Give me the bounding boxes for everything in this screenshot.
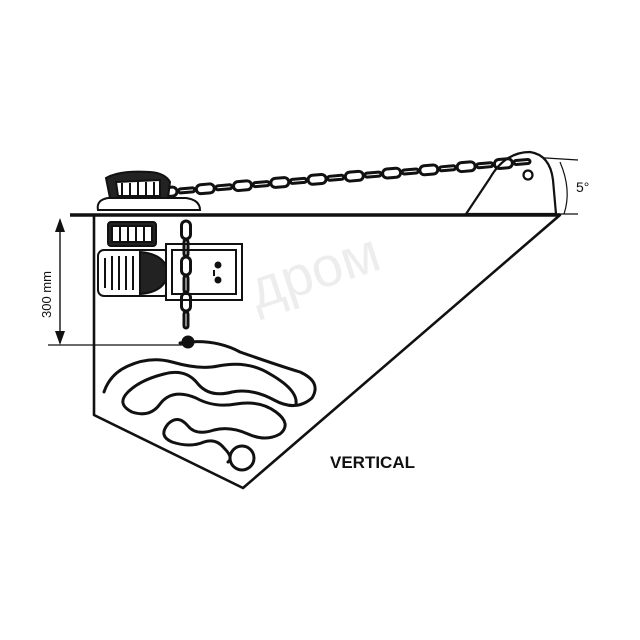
chain-link [269,176,291,189]
watermark-text: дром [241,220,387,321]
chain-link [381,166,403,180]
chain-link [438,164,457,173]
chain-link [492,157,514,170]
height-dimension [48,218,190,346]
chain-link [363,170,383,179]
chain-link [326,173,346,182]
chain-link [232,179,253,193]
chain-drop [180,219,192,330]
chain-link [180,219,192,241]
chain-link [182,310,190,330]
angle-label: 5° [576,179,589,195]
chain-link [512,157,532,167]
chain-icon [157,157,532,199]
mount-label: VERTICAL [330,453,415,472]
chain-link [475,161,495,170]
height-dimension-label: 300 mm [39,271,54,318]
chain-link [400,167,420,176]
chain-link [418,163,440,177]
windlass-motor [97,221,243,301]
bow-roller-icon [463,150,558,216]
chain-link [177,186,197,195]
windlass-icon [96,170,202,211]
chain-link [343,169,365,183]
chain-link [251,180,271,189]
chain-pile-icon [102,335,317,472]
chain-link [288,176,308,185]
chain-link [455,160,477,174]
chain-link [306,173,328,186]
chain-link [214,183,234,192]
chain-link [194,182,216,196]
